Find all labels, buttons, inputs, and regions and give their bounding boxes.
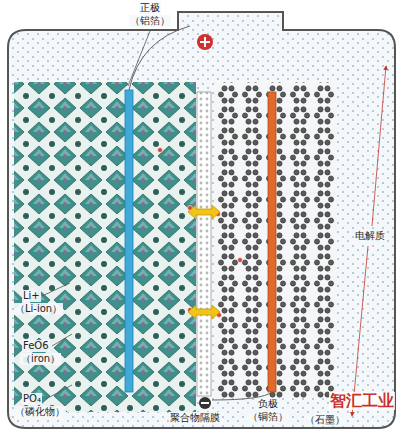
- separator-label: 聚合物隔膜: [169, 412, 221, 424]
- electrode-label: 负极: [257, 398, 279, 410]
- electrode-label: 正极: [139, 2, 161, 14]
- material-label: （iron）: [20, 353, 61, 365]
- material-label: （磷化物）: [14, 406, 66, 418]
- material-label: （Li-ion）: [14, 303, 63, 315]
- watermark: 智汇工业: [329, 392, 395, 410]
- material-label: FeO6: [22, 340, 50, 352]
- electrolyte-label: 电解质: [354, 230, 386, 242]
- material-label: PO₄: [22, 393, 42, 405]
- material-label: （石墨）: [304, 414, 346, 426]
- material-label: Li+: [22, 290, 41, 302]
- electrode-label: （铝箔）: [129, 15, 171, 27]
- electrode-label: （铜箔）: [247, 411, 289, 423]
